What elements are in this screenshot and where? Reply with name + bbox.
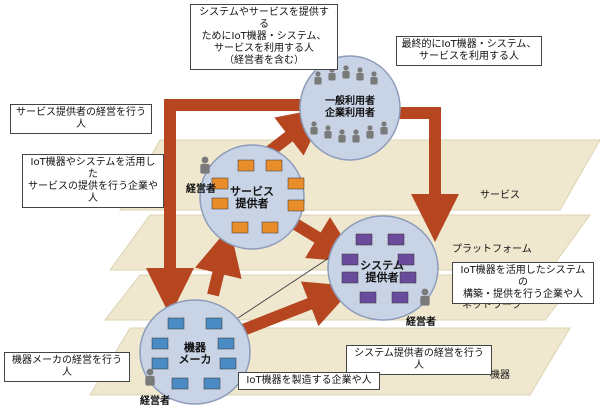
circle-system-provider bbox=[327, 215, 439, 321]
end-user-line2: 企業利用者 bbox=[325, 108, 375, 119]
callout-service-company-line: IoT機器やシステムを活用した bbox=[30, 157, 156, 180]
callout-system-company: IoT機器を活用したシステムの 構築・提供を行う企業や人 bbox=[452, 262, 594, 304]
device-maker-box bbox=[205, 317, 223, 330]
system-provider-box bbox=[397, 253, 415, 266]
layer-label-service: サービス bbox=[480, 190, 520, 201]
callout-top-right-line: 最終的にIoT機器・システム、 bbox=[401, 39, 537, 50]
service-provider-title: サービス 提供者 bbox=[222, 186, 282, 210]
system-provider-box bbox=[355, 233, 373, 246]
system-manager-person-icon bbox=[420, 288, 430, 306]
service-provider-line2: 提供者 bbox=[235, 197, 269, 210]
device-maker-title: 機器 メーカ bbox=[165, 342, 225, 366]
system-provider-title: システム 提供者 bbox=[352, 260, 412, 284]
arrow-right-rail bbox=[395, 107, 459, 242]
device-manager-label: 経営者 bbox=[140, 396, 170, 407]
service-provider-box bbox=[261, 221, 279, 234]
service-manager-person-icon bbox=[200, 156, 210, 174]
system-provider-box bbox=[341, 253, 359, 266]
service-provider-box bbox=[265, 159, 283, 172]
callout-system-company-line: 構築・提供を行う企業や人 bbox=[463, 289, 583, 300]
arrow-device-to-service bbox=[194, 226, 242, 297]
service-provider-line1: サービス bbox=[230, 185, 274, 198]
device-maker-box bbox=[167, 317, 185, 330]
person-icon bbox=[342, 65, 350, 79]
arrow-service-to-system bbox=[288, 216, 359, 263]
circle-device-maker bbox=[139, 299, 251, 405]
system-provider-line2: 提供者 bbox=[365, 271, 399, 284]
person-icon bbox=[314, 71, 322, 85]
callout-device-company: IoT機器を製造する企業や人 bbox=[238, 372, 380, 390]
system-provider-box bbox=[359, 291, 377, 304]
callout-top-center-line: ためにIoT機器・システム、 bbox=[201, 31, 327, 42]
person-icon bbox=[324, 125, 332, 139]
person-icon bbox=[352, 129, 360, 143]
device-maker-box bbox=[217, 337, 235, 350]
arrow-left-rail bbox=[146, 99, 305, 316]
person-icon bbox=[338, 129, 346, 143]
arrow-device-to-system bbox=[240, 281, 355, 336]
device-manager-person-icon bbox=[145, 368, 155, 386]
service-provider-box bbox=[287, 177, 305, 190]
system-provider-box bbox=[399, 271, 417, 284]
callout-device-manager-line: 機器メーカの経営を行う人 bbox=[12, 355, 122, 378]
person-icon bbox=[356, 67, 364, 81]
device-maker-box bbox=[171, 377, 189, 390]
system-provider-box bbox=[387, 233, 405, 246]
service-provider-box bbox=[237, 159, 255, 172]
mini-boxes bbox=[151, 159, 417, 390]
callout-top-right: 最終的にIoT機器・システム、 サービスを利用する人 bbox=[396, 36, 542, 66]
callout-system-manager: システム提供者の経営を行う人 bbox=[346, 345, 492, 375]
device-maker-box bbox=[151, 337, 169, 350]
system-manager-label: 経営者 bbox=[406, 317, 436, 328]
callout-top-center-line: サービスを利用する人 bbox=[214, 43, 314, 54]
device-maker-line2: メーカ bbox=[178, 353, 212, 366]
person-icon bbox=[380, 121, 388, 135]
callout-service-company-line: サービスの提供を行う企業や人 bbox=[28, 181, 158, 204]
service-provider-box bbox=[211, 177, 229, 190]
callout-service-company: IoT機器やシステムを活用した サービスの提供を行う企業や人 bbox=[22, 154, 164, 208]
callout-top-right-line: サービスを利用する人 bbox=[419, 51, 519, 62]
people-crowd-icon bbox=[310, 65, 388, 143]
system-provider-box bbox=[391, 291, 409, 304]
callout-system-company-line: IoT機器を活用したシステムの bbox=[460, 265, 586, 288]
layer-label-device: 機器 bbox=[490, 370, 510, 381]
manager-icons bbox=[145, 156, 430, 386]
person-icon bbox=[366, 125, 374, 139]
person-icon bbox=[310, 121, 318, 135]
callout-service-manager: サービス提供者の経営を行う人 bbox=[10, 104, 152, 134]
service-provider-box bbox=[211, 197, 229, 210]
layer-label-network: ネットワーク bbox=[462, 300, 522, 311]
service-provider-box bbox=[231, 221, 249, 234]
end-user-line1: 一般利用者 bbox=[325, 96, 375, 107]
callout-top-center-line: （経営者を含む） bbox=[224, 55, 304, 66]
person-icon bbox=[370, 71, 378, 85]
callout-device-company-line: IoT機器を製造する企業や人 bbox=[246, 375, 372, 386]
callout-device-manager: 機器メーカの経営を行う人 bbox=[4, 352, 130, 382]
device-maker-line1: 機器 bbox=[184, 341, 206, 354]
service-manager-label: 経営者 bbox=[186, 184, 216, 195]
system-provider-line1: システム bbox=[360, 259, 404, 272]
service-provider-box bbox=[287, 199, 305, 212]
device-maker-box bbox=[151, 357, 169, 370]
device-maker-box bbox=[219, 357, 237, 370]
layer-label-platform: プラットフォーム bbox=[452, 244, 532, 255]
end-user-title: 一般利用者 企業利用者 bbox=[318, 96, 382, 120]
callout-top-center: システムやサービスを提供する ためにIoT機器・システム、 サービスを利用する人… bbox=[190, 4, 338, 70]
callout-service-manager-line: サービス提供者の経営を行う人 bbox=[16, 107, 146, 130]
thin-connector-device-system bbox=[237, 255, 333, 319]
system-provider-box bbox=[341, 271, 359, 284]
callout-top-center-line: システムやサービスを提供する bbox=[199, 7, 329, 30]
device-maker-box bbox=[203, 377, 221, 390]
callout-system-manager-line: システム提供者の経営を行う人 bbox=[354, 348, 484, 371]
